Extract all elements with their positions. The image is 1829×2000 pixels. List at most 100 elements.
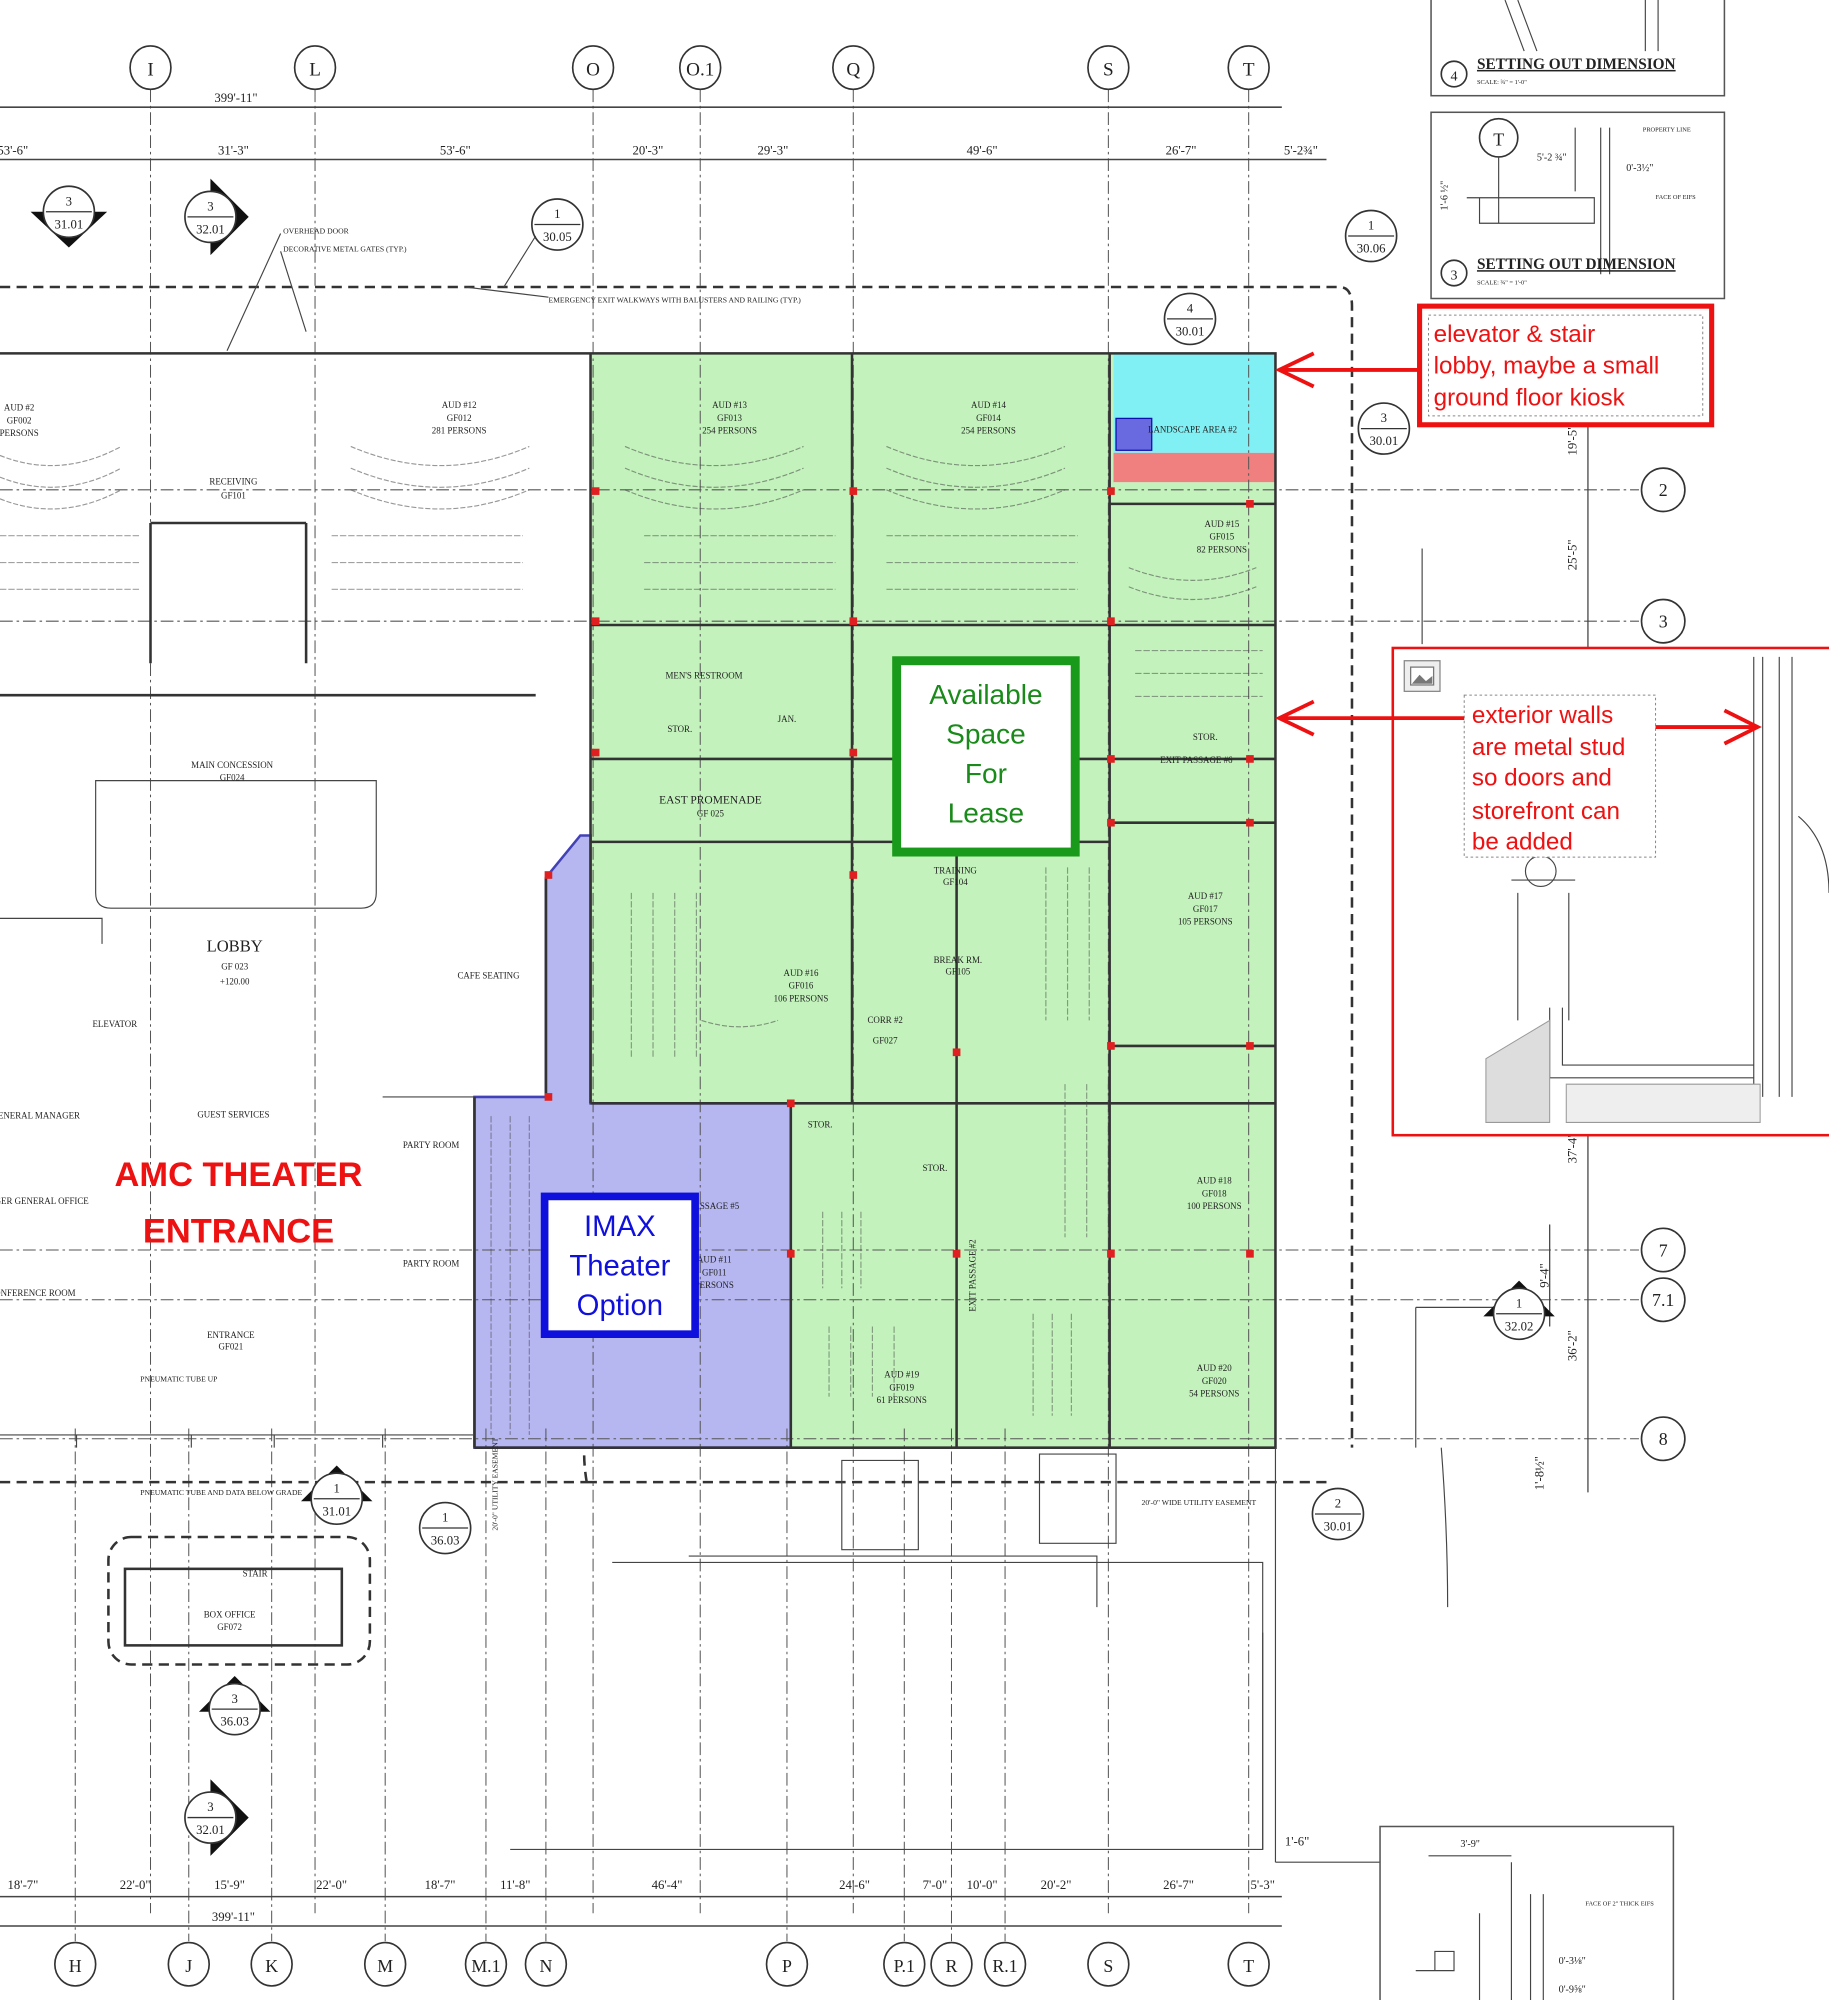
label-lobby-code: GF 023 [221,961,249,971]
section-marker[interactable]: 331.01 [30,185,108,248]
section-marker[interactable]: 130.06 [1344,209,1398,263]
grid-bubble-right: 7 [1640,1227,1686,1273]
label-cafe: CAFE SEATING [457,970,520,980]
grid-bubble-right: 7.1 [1640,1277,1686,1323]
grid-bubble-right: 3 [1640,598,1686,644]
detail-3-number: 3 [1451,268,1458,283]
imax-line-3: Option [577,1289,663,1322]
section-marker[interactable]: 430.01 [1163,292,1217,346]
column-marker [849,871,858,879]
label-corr-code: GF027 [873,1035,898,1045]
kiosk-line-2: lobby, maybe a small [1434,353,1660,380]
section-number: 1 [334,1481,340,1495]
room-capacity: 105 PERSONS [1178,917,1233,927]
column-marker [1107,1249,1115,1258]
space-labels: RECEIVING GF101 MAIN CONCESSION GF024 LO… [0,424,1237,1632]
seat-row [886,467,1066,488]
label-corr: CORR #2 [867,1015,902,1025]
room-code: GF011 [702,1267,726,1277]
note-easement: 20'-0" WIDE UTILITY EASEMENT [1142,1498,1257,1507]
section-sheet: 30.01 [1370,434,1399,448]
room-capacity: 82 PERSONS [1197,544,1247,554]
dimension-label: 11'-8" [500,1878,530,1892]
building-walls [0,285,1639,1863]
amc-entrance-label: AMC THEATER ENTRANCE [115,1156,363,1250]
grid-bubble-top: S [1087,45,1130,91]
room-name: AUD #12 [442,400,477,410]
grid-label: L [309,59,321,80]
room-name: AUD #18 [1197,1176,1232,1186]
grid-bubble-bottom: T [1227,1941,1270,1987]
section-sheet: 30.05 [543,230,572,244]
column-marker [591,748,600,757]
grid-bubble-bottom: K [250,1941,293,1987]
label-break-rm: BREAK RM. [934,955,983,965]
image-placeholder-icon [1403,660,1441,692]
exterior-walls-callout[interactable]: exterior walls are metal stud so doors a… [1274,646,1829,1137]
section-number: 1 [442,1511,448,1525]
dimension-label: 19'-5" [1565,425,1579,456]
column-marker [1107,818,1115,827]
detail-bottom-note: FACE OF 2" THICK EIFS [1585,1901,1654,1908]
grid-label: O.1 [686,59,714,80]
label-east-promenade: EAST PROMENADE [659,795,762,807]
label-east-promenade-code: GF 025 [697,808,725,818]
section-sheet: 32.01 [196,222,225,236]
grid-label: S [1103,59,1114,80]
seat-row [624,467,804,488]
label-training: TRAINING [934,866,978,876]
grid-label: Q [846,59,860,80]
section-marker[interactable]: 230.01 [1311,1487,1365,1541]
label-lobby: LOBBY [207,937,263,956]
section-marker[interactable]: 336.03 [198,1675,271,1736]
label-break-rm-code: GF105 [945,966,970,976]
label-party-room-2: PARTY ROOM [403,1259,460,1269]
detail-3: T 5'-2 ¾" 0'-3½" 1'-6 ½" PROPERTY LINE F… [1430,111,1726,300]
note-utility-easement: 20'-0" UTILITY EASEMENT [490,1437,499,1530]
section-marker[interactable]: 136.03 [418,1501,472,1555]
section-number: 3 [207,199,213,213]
section-number: 3 [231,1692,237,1706]
room-capacity: 106 PERSONS [774,993,829,1003]
column-marker [786,1099,795,1108]
dimension-label: 9'-4" [1537,1263,1551,1288]
column-marker [1246,1249,1254,1258]
section-marker[interactable]: 132.02 [1483,1280,1555,1341]
dimension-label: 53'-6" [0,143,28,157]
section-sheet: 30.01 [1176,324,1205,338]
column-marker [1246,755,1254,763]
detail-4-number: 4 [1451,69,1458,84]
lease-callout[interactable]: Available Space For Lease [892,656,1080,857]
walls-line-3: so doors and [1472,765,1612,792]
section-marker[interactable]: 131.01 [301,1465,373,1526]
section-marker[interactable]: 332.01 [184,1779,249,1856]
imax-callout[interactable]: IMAX Theater Option [540,1192,699,1338]
available-lease-area[interactable] [590,353,1276,1448]
seat-row [0,489,122,510]
dimension-label: 26'-7" [1163,1878,1194,1892]
detail-bottom: 3'-9" FACE OF 2" THICK EIFS 0'-3⅛" 0'-9⅝… [1379,1825,1675,2000]
seat-row [886,445,1066,467]
section-marker[interactable]: 130.05 [531,198,584,251]
seat-row [1128,567,1257,581]
kiosk-callout[interactable]: elevator & stair lobby, maybe a small gr… [1274,303,1715,428]
dimension-label: 18'-7" [8,1878,39,1892]
room-name: AUD #13 [712,400,747,410]
section-marker[interactable]: 330.01 [1357,402,1411,455]
section-number: 2 [1335,1497,1341,1511]
label-stor-3: STOR. [808,1120,833,1130]
elevator-marker [1115,417,1153,451]
section-marker[interactable]: 332.01 [184,178,249,256]
kiosk-area[interactable] [1113,452,1276,483]
label-stair: STAIR [243,1569,268,1579]
section-number: 3 [207,1800,213,1814]
note-emergency: EMERGENCY EXIT WALKWAYS WITH BALUSTERS A… [548,295,801,304]
column-marker [1107,755,1115,763]
room-code: GF002 [7,415,32,425]
seat-row [350,489,530,510]
dimension-label: 18'-7" [425,1878,456,1892]
label-main-concession-code: GF024 [220,773,245,783]
column-marker [544,871,553,879]
